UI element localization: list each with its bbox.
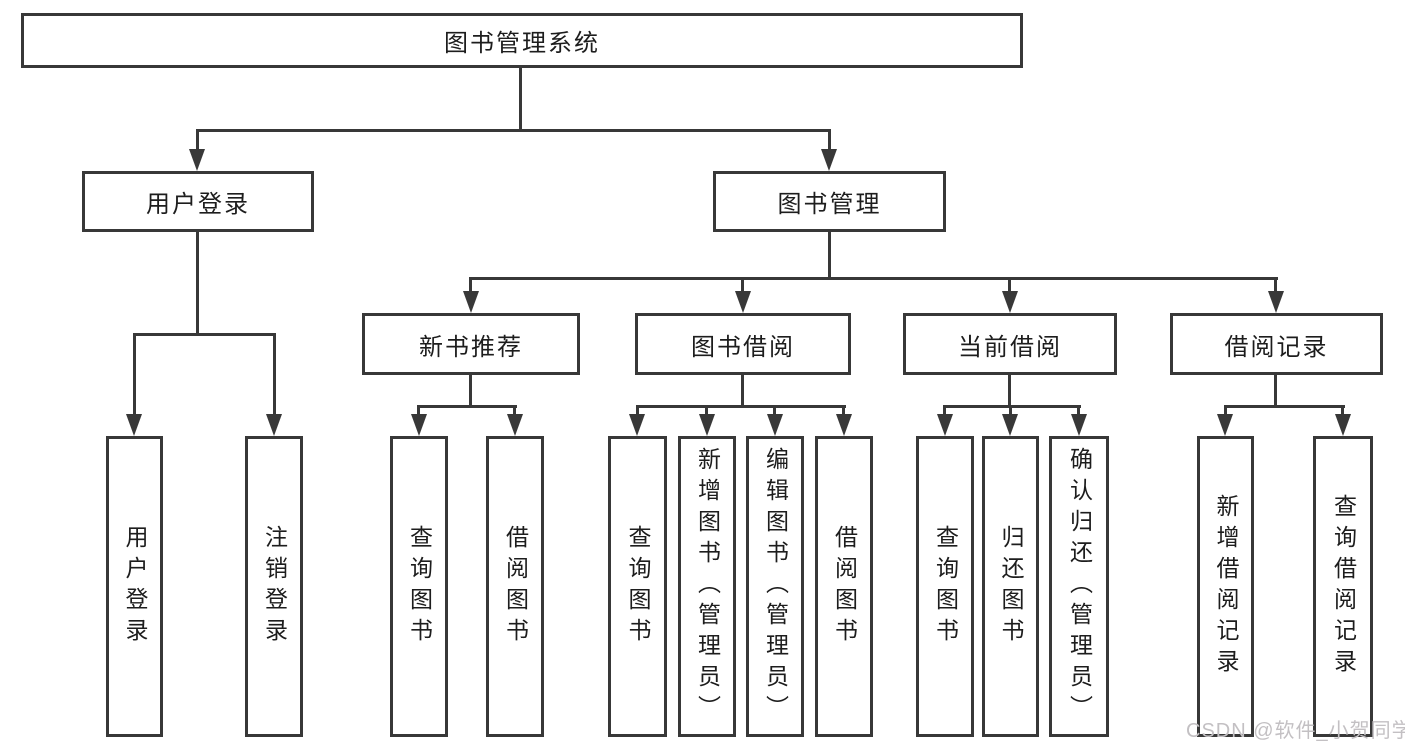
connector-level1-rail bbox=[196, 129, 831, 132]
node-new-book-recommend-label: 新书推荐 bbox=[419, 333, 523, 361]
connector-drop-leaf-logout bbox=[273, 333, 276, 415]
connector-root-trunk bbox=[519, 68, 522, 129]
leaf-query-books-current-label: 查询图书 bbox=[932, 524, 959, 649]
arrow-down-icon bbox=[836, 414, 852, 436]
leaf-edit-book-admin-label: 编辑图书（管理员） bbox=[762, 447, 789, 726]
node-book-borrowing: 图书借阅 bbox=[635, 313, 851, 375]
node-current-borrowing-label: 当前借阅 bbox=[958, 333, 1062, 361]
leaf-borrow-books-recommend-label: 借阅图书 bbox=[502, 524, 529, 649]
connector-book-management-trunk bbox=[828, 232, 831, 277]
arrow-down-icon bbox=[1217, 414, 1233, 436]
leaf-confirm-return-admin: 确认归还（管理员） bbox=[1049, 436, 1109, 737]
connector-drop-leaf bbox=[636, 405, 639, 416]
arrow-down-icon bbox=[1002, 414, 1018, 436]
connector-borrow-records-trunk bbox=[1274, 375, 1277, 405]
connector-current-borrowing-trunk bbox=[1008, 375, 1011, 405]
connector-current-borrowing-rail bbox=[943, 405, 1081, 408]
node-new-book-recommend: 新书推荐 bbox=[362, 313, 580, 375]
connector-drop-leaf bbox=[842, 405, 845, 416]
arrow-down-icon bbox=[1071, 414, 1087, 436]
connector-drop-leaf bbox=[1224, 405, 1227, 416]
connector-drop-leaf bbox=[943, 405, 946, 416]
connector-drop-leaf bbox=[417, 405, 420, 416]
node-root: 图书管理系统 bbox=[21, 13, 1023, 68]
arrow-down-icon bbox=[699, 414, 715, 436]
arrow-down-icon bbox=[821, 149, 837, 171]
node-borrow-records: 借阅记录 bbox=[1170, 313, 1383, 375]
connector-drop-user-login bbox=[196, 129, 199, 150]
leaf-return-book: 归还图书 bbox=[982, 436, 1039, 737]
arrow-down-icon bbox=[937, 414, 953, 436]
arrow-down-icon bbox=[126, 414, 142, 436]
arrow-down-icon bbox=[1002, 291, 1018, 313]
arrow-down-icon bbox=[735, 291, 751, 313]
connector-drop-leaf bbox=[705, 405, 708, 416]
leaf-borrow-books-borrowing: 借阅图书 bbox=[815, 436, 873, 737]
leaf-confirm-return-admin-label: 确认归还（管理员） bbox=[1066, 447, 1093, 726]
connector-drop-current-borrowing bbox=[1008, 277, 1011, 292]
connector-drop-book-borrowing bbox=[741, 277, 744, 292]
leaf-query-borrow-record-label: 查询借阅记录 bbox=[1330, 493, 1357, 680]
connector-drop-leaf bbox=[1341, 405, 1344, 416]
node-user-login-label: 用户登录 bbox=[146, 191, 250, 218]
arrow-down-icon bbox=[266, 414, 282, 436]
leaf-add-book-admin: 新增图书（管理员） bbox=[678, 436, 736, 737]
leaf-edit-book-admin: 编辑图书（管理员） bbox=[746, 436, 804, 737]
connector-new-book-recommend-rail bbox=[417, 405, 517, 408]
connector-drop-new-book-recommend bbox=[469, 277, 472, 292]
connector-drop-leaf-user-login bbox=[133, 333, 136, 415]
arrow-down-icon bbox=[629, 414, 645, 436]
node-book-management-label: 图书管理 bbox=[777, 191, 882, 218]
leaf-user-login: 用户登录 bbox=[106, 436, 163, 737]
connector-user-login-trunk bbox=[196, 232, 199, 333]
leaf-query-books-recommend-label: 查询图书 bbox=[406, 524, 433, 649]
leaf-query-books-borrowing-label: 查询图书 bbox=[625, 524, 651, 649]
arrow-down-icon bbox=[507, 414, 523, 436]
leaf-return-book-label: 归还图书 bbox=[998, 524, 1024, 649]
csdn-watermark: CSDN @软件_小贺同学 bbox=[1186, 720, 1405, 742]
leaf-query-borrow-record: 查询借阅记录 bbox=[1313, 436, 1373, 737]
node-book-borrowing-label: 图书借阅 bbox=[691, 333, 795, 361]
connector-new-book-recommend-trunk bbox=[469, 375, 472, 405]
connector-book-borrowing-trunk bbox=[741, 375, 744, 405]
leaf-add-book-admin-label: 新增图书（管理员） bbox=[694, 447, 721, 726]
leaf-borrow-books-borrowing-label: 借阅图书 bbox=[831, 524, 858, 649]
node-book-management: 图书管理 bbox=[713, 171, 946, 232]
node-borrow-records-label: 借阅记录 bbox=[1224, 333, 1329, 361]
node-current-borrowing: 当前借阅 bbox=[903, 313, 1117, 375]
arrow-down-icon bbox=[411, 414, 427, 436]
connector-drop-borrow-records bbox=[1274, 277, 1277, 292]
connector-drop-leaf bbox=[773, 405, 776, 416]
leaf-add-borrow-record: 新增借阅记录 bbox=[1197, 436, 1254, 737]
leaf-query-books-borrowing: 查询图书 bbox=[608, 436, 667, 737]
leaf-logout-label: 注销登录 bbox=[261, 524, 288, 649]
leaf-logout: 注销登录 bbox=[245, 436, 303, 737]
node-user-login: 用户登录 bbox=[82, 171, 314, 232]
connector-book-borrowing-rail bbox=[636, 405, 846, 408]
arrow-down-icon bbox=[189, 149, 205, 171]
leaf-user-login-label: 用户登录 bbox=[122, 524, 148, 649]
leaf-add-borrow-record-label: 新增借阅记录 bbox=[1213, 493, 1239, 680]
leaf-borrow-books-recommend: 借阅图书 bbox=[486, 436, 544, 737]
arrow-down-icon bbox=[1335, 414, 1351, 436]
node-root-label: 图书管理系统 bbox=[444, 30, 600, 57]
arrow-down-icon bbox=[463, 291, 479, 313]
leaf-query-books-current: 查询图书 bbox=[916, 436, 974, 737]
connector-user-login-rail bbox=[133, 333, 275, 336]
arrow-down-icon bbox=[1268, 291, 1284, 313]
connector-drop-leaf bbox=[1077, 405, 1080, 416]
arrow-down-icon bbox=[767, 414, 783, 436]
connector-level2-rail bbox=[469, 277, 1278, 280]
connector-drop-leaf bbox=[513, 405, 516, 416]
leaf-query-books-recommend: 查询图书 bbox=[390, 436, 448, 737]
connector-drop-leaf bbox=[1009, 405, 1012, 416]
connector-drop-book-management bbox=[828, 129, 831, 150]
connector-borrow-records-rail bbox=[1224, 405, 1345, 408]
